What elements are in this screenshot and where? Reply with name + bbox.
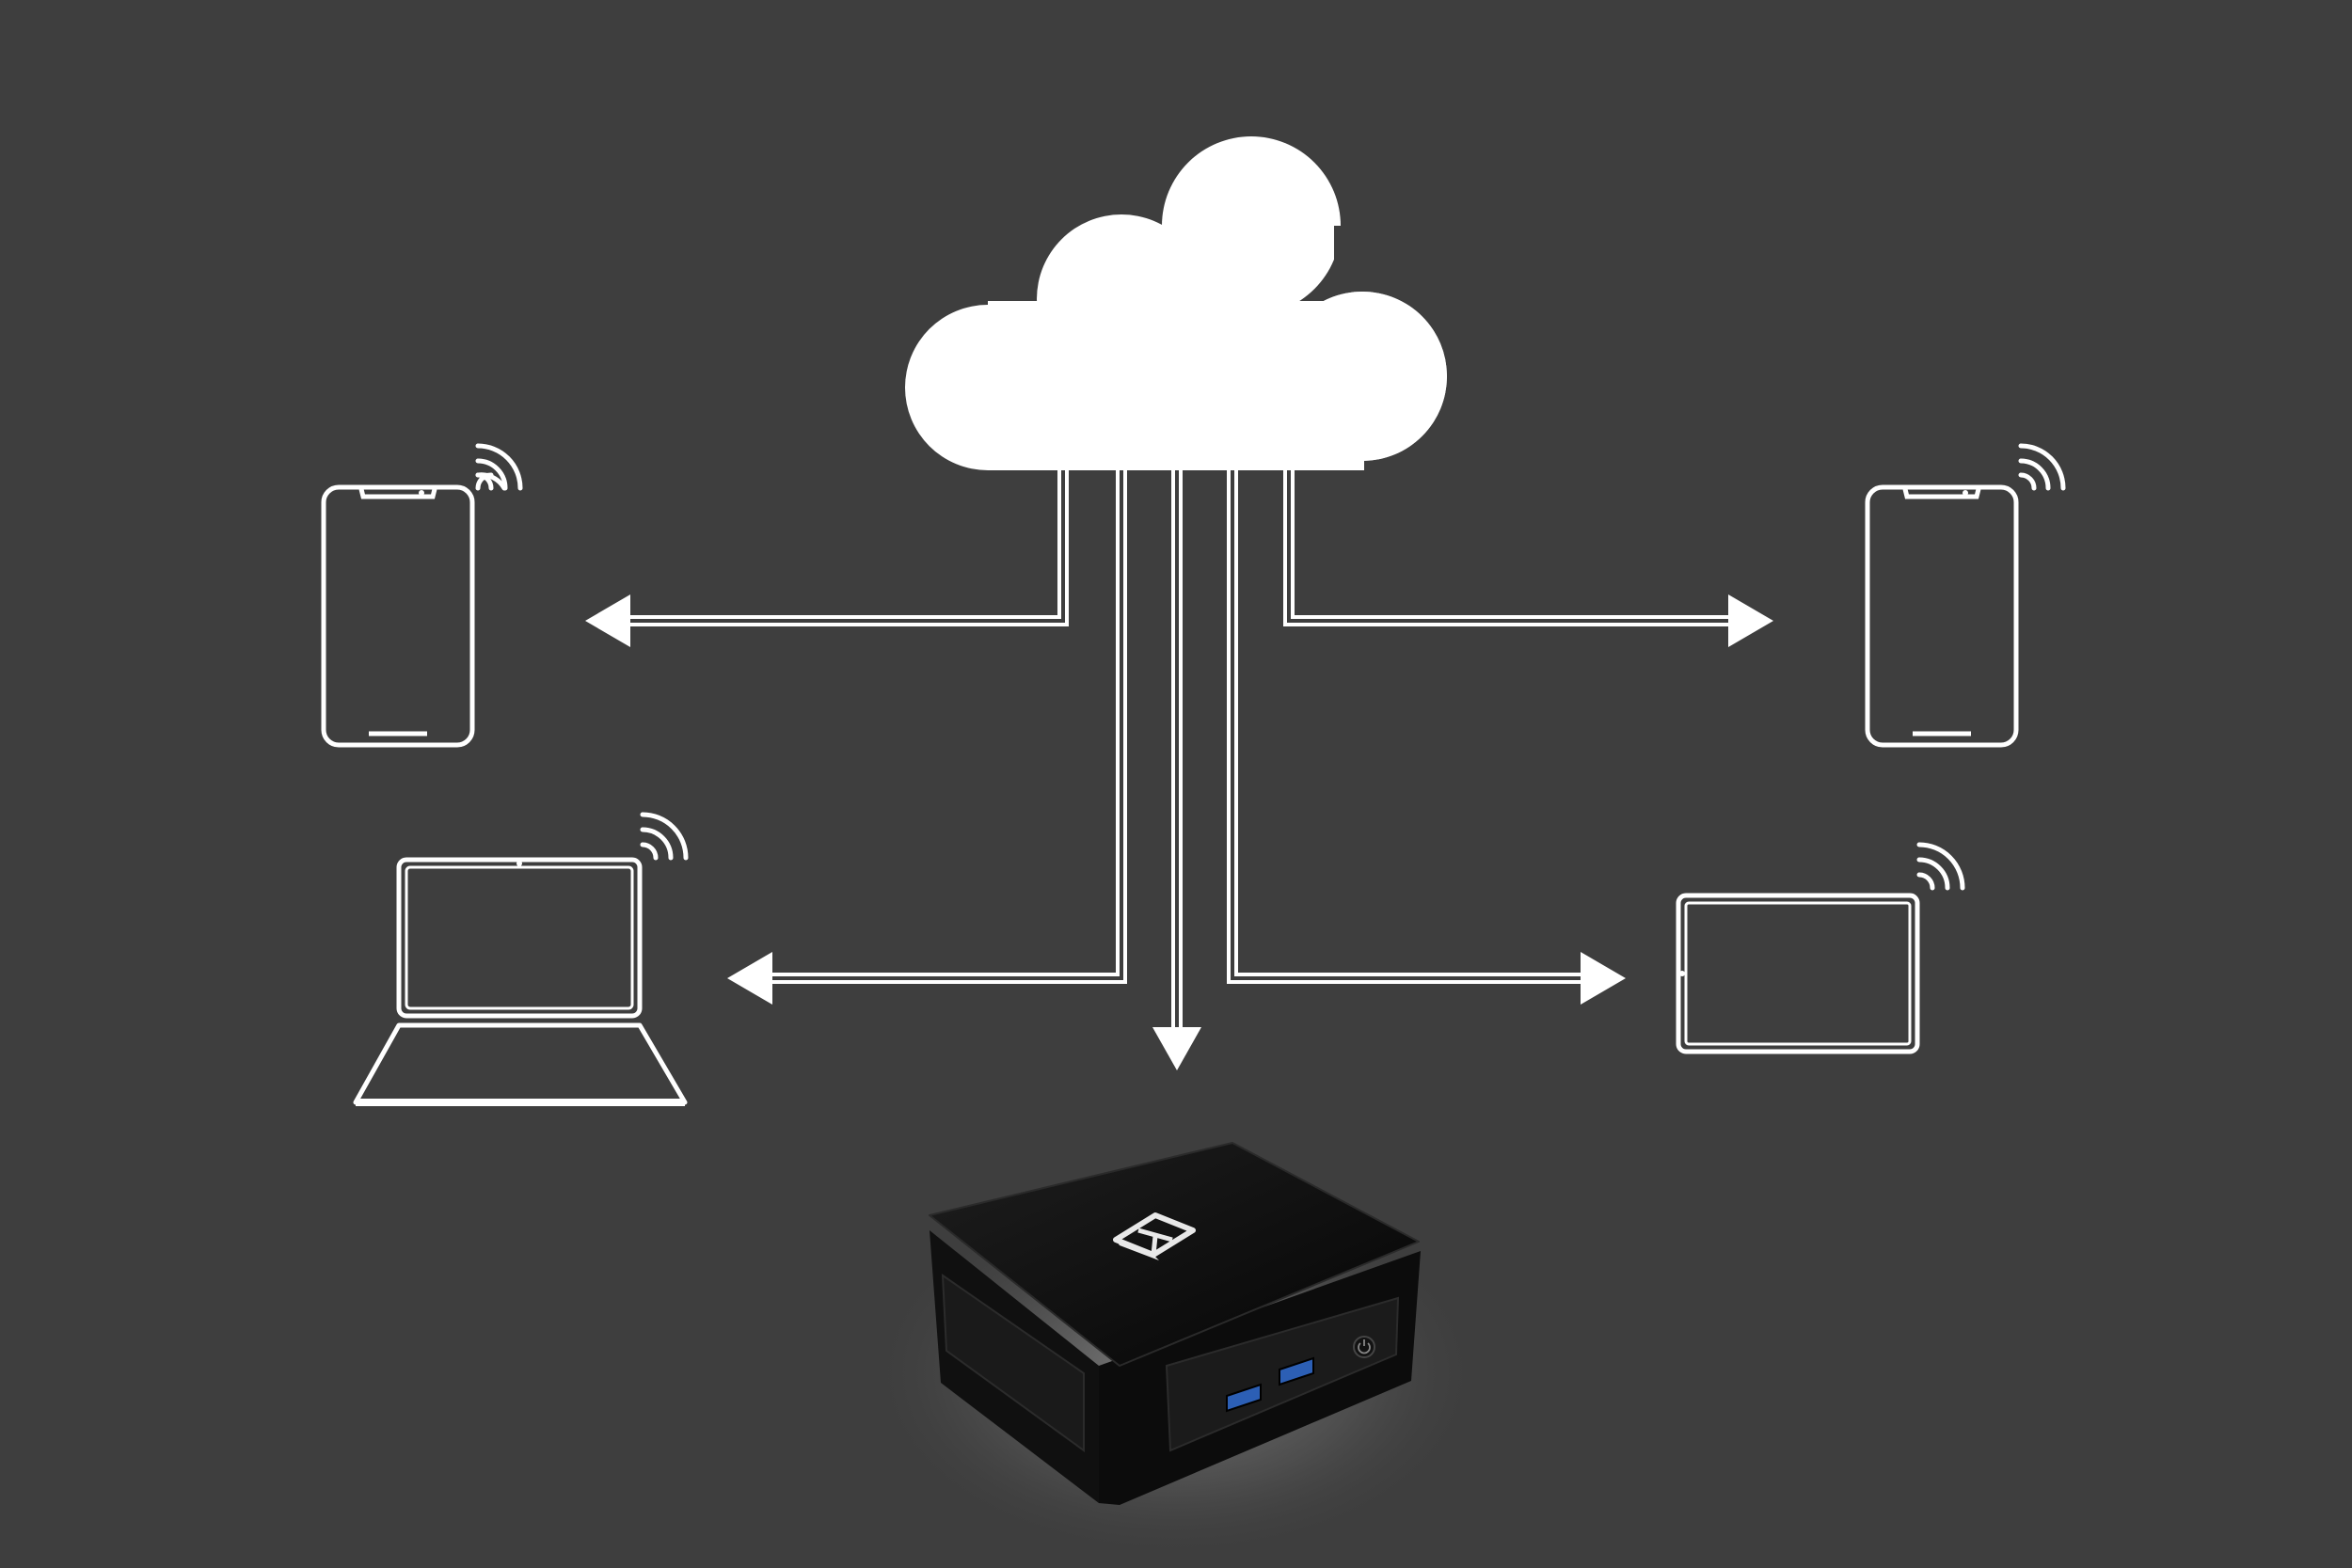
wifi-icon (2018, 443, 2066, 491)
power-button-icon (1353, 1336, 1375, 1358)
line-to-phone-right (1283, 470, 1736, 626)
arrow-left-icon (585, 594, 630, 647)
tablet-icon (1676, 893, 1920, 1054)
line-to-phone-left (621, 470, 1069, 626)
mini-pc-icon (866, 1142, 1486, 1561)
wifi-icon (475, 443, 523, 491)
wifi-icon (640, 812, 689, 861)
usb-port-icon (1279, 1356, 1314, 1386)
smartphone-icon (321, 484, 475, 748)
smartphone-icon (1865, 484, 2019, 748)
arrow-right-icon (1581, 952, 1626, 1005)
usb-port-icon (1226, 1383, 1262, 1413)
wifi-icon (1916, 842, 1965, 891)
cube-logo-icon (1113, 1212, 1196, 1260)
arrow-left-icon (727, 952, 772, 1005)
arrow-right-icon (1728, 594, 1773, 647)
cloud-icon (905, 136, 1447, 470)
arrow-down-icon (1152, 1027, 1201, 1070)
laptop-icon (353, 857, 688, 1106)
